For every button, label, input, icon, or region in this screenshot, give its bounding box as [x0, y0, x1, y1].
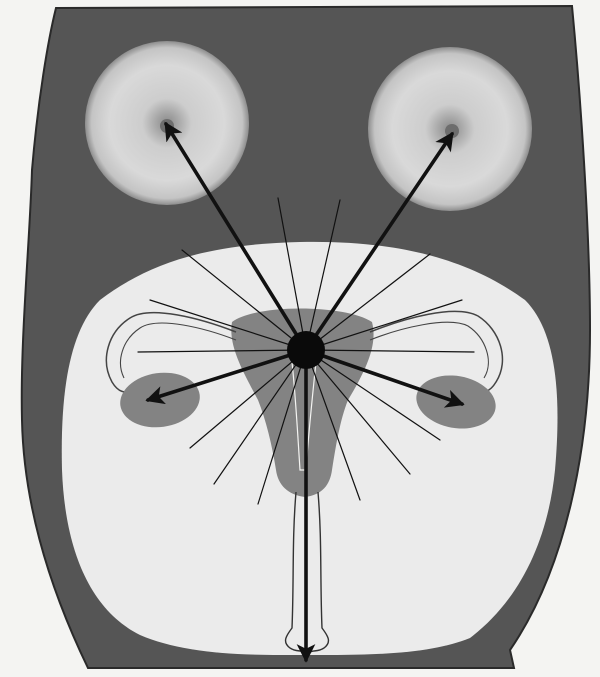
radiating-center-icon — [287, 331, 325, 369]
right-breast — [368, 47, 532, 211]
